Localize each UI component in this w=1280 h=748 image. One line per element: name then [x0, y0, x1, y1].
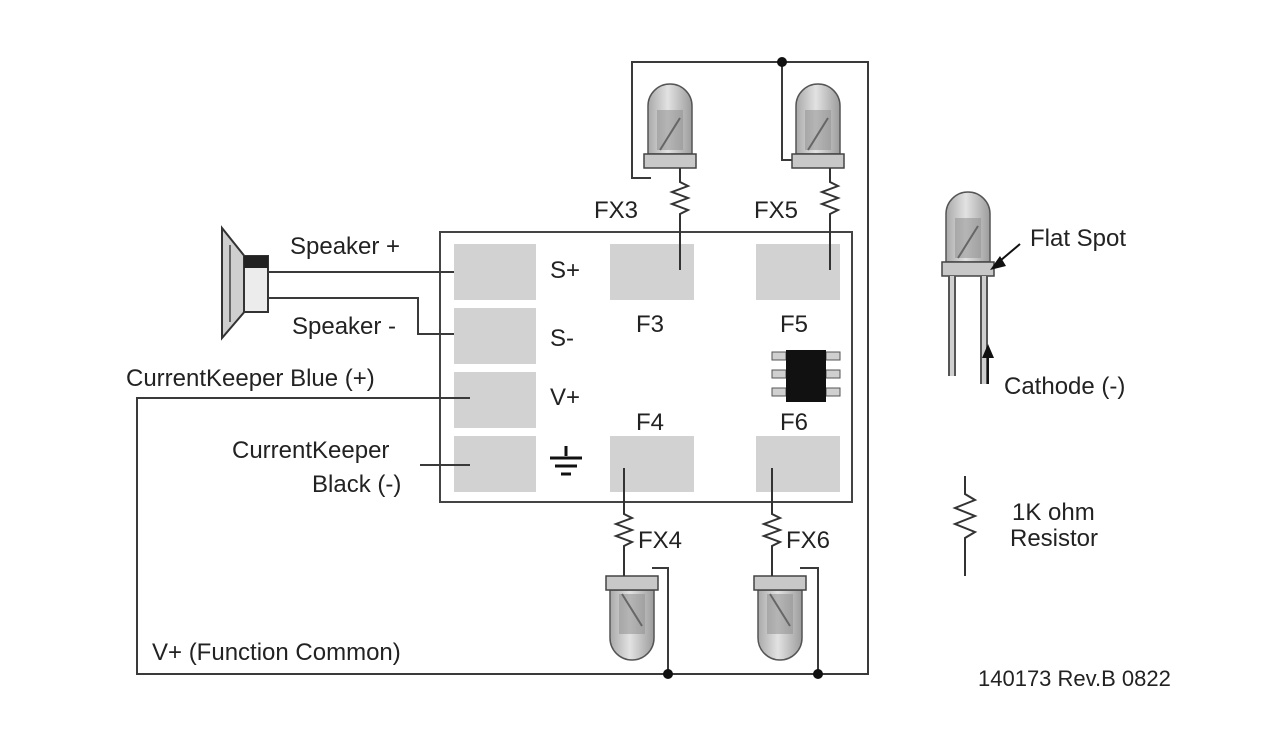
- ck-black-label-line1: CurrentKeeper: [232, 437, 389, 464]
- resistor-icon: [819, 168, 841, 270]
- pin-f5-label: F5: [780, 311, 808, 338]
- fx4-common-wire: [652, 567, 669, 674]
- resistor-label-line1: 1K ohm: [1012, 499, 1095, 526]
- speaker-plus-label: Speaker +: [290, 233, 400, 260]
- part-number: 140173 Rev.B 0822: [978, 666, 1171, 691]
- resistor-icon: [613, 468, 635, 576]
- led-icon: [605, 575, 659, 661]
- fx3-label: FX3: [594, 197, 638, 224]
- ck-black-label-line2: Black (-): [312, 471, 401, 498]
- pin-f6-label: F6: [780, 409, 808, 436]
- common-wire-loop: [136, 61, 869, 675]
- pin-s-plus-label: S+: [550, 257, 580, 284]
- cathode-label: Cathode (-): [1004, 373, 1125, 400]
- led-icon: [753, 575, 807, 661]
- pad-speaker-minus: [454, 308, 536, 364]
- junction-dot: [777, 57, 787, 67]
- speaker-icon: [221, 225, 269, 341]
- pad-speaker-plus: [454, 244, 536, 300]
- pin-f4-label: F4: [636, 409, 664, 436]
- led-icon: [791, 83, 845, 169]
- speaker-minus-label: Speaker -: [292, 313, 396, 340]
- resistor-icon: [761, 468, 783, 576]
- pad-v-plus: [454, 372, 536, 428]
- ic-chip-icon: [771, 350, 841, 402]
- cathode-arrow: [982, 344, 994, 384]
- speaker-minus-wire: [268, 297, 454, 335]
- flat-spot-label: Flat Spot: [1030, 225, 1126, 252]
- pad-f6: [756, 436, 840, 492]
- pad-f5: [756, 244, 840, 300]
- junction-dot: [813, 669, 823, 679]
- ck-blue-label: CurrentKeeper Blue (+): [126, 365, 375, 392]
- fx4-label: FX4: [638, 527, 682, 554]
- v-common-label: V+ (Function Common): [152, 639, 401, 666]
- resistor-icon: [669, 168, 691, 270]
- junction-dot: [663, 669, 673, 679]
- pad-f4: [610, 436, 694, 492]
- fx6-label: FX6: [786, 527, 830, 554]
- pin-s-minus-label: S-: [550, 325, 574, 352]
- pad-f3: [610, 244, 694, 300]
- resistor-label-line2: Resistor: [1010, 525, 1098, 552]
- ground-symbol-icon: [550, 446, 582, 476]
- resistor-legend-icon: [952, 476, 978, 576]
- fx5-label: FX5: [754, 197, 798, 224]
- pin-f3-label: F3: [636, 311, 664, 338]
- flat-spot-arrow: [990, 243, 1021, 270]
- led-legend-icon: [941, 191, 995, 384]
- fx6-common-wire: [800, 567, 819, 674]
- led-icon: [643, 83, 697, 169]
- pin-v-plus-label: V+: [550, 384, 580, 411]
